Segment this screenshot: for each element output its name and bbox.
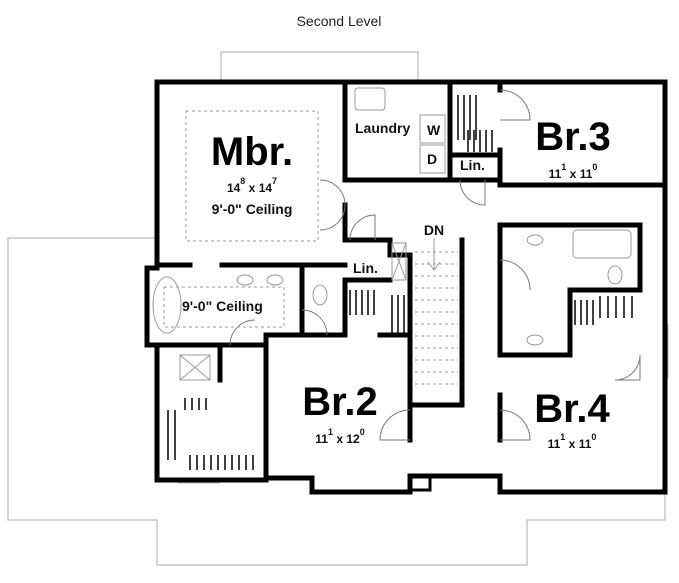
- bathtub-icon: [572, 229, 632, 259]
- sink-icon: [526, 234, 544, 246]
- stairs: [415, 238, 458, 385]
- linen-upper-label: Lin.: [460, 157, 485, 173]
- washer-label: W: [427, 122, 441, 138]
- plan-title: Second Level: [297, 13, 382, 29]
- sink-icon: [236, 274, 254, 286]
- chase-icon: [391, 242, 407, 281]
- room-name: Br.3: [535, 115, 611, 159]
- walls: [144, 79, 668, 495]
- bathtub-icon: [152, 276, 182, 334]
- room-dimensions: 111 x 110: [549, 162, 598, 181]
- dryer-label: D: [427, 151, 437, 167]
- br4-label: Br.4 111 x 110: [534, 387, 610, 451]
- doors: [229, 89, 641, 441]
- ceiling-height: 9'-0" Ceiling: [212, 201, 293, 217]
- room-dimensions: 111 x 120: [315, 427, 364, 446]
- washer-icon: [419, 114, 446, 144]
- stairs-down-label: DN: [424, 222, 444, 238]
- room-dimensions: 111 x 110: [548, 432, 597, 451]
- toilet-icon: [607, 265, 623, 285]
- room-name: Br.2: [302, 380, 378, 424]
- mbr-label: Mbr. 148 x 147 9'-0" Ceiling: [211, 130, 293, 217]
- br2-label: Br.2 111 x 120: [302, 380, 378, 446]
- bath-ceiling-height: 9'-0" Ceiling: [182, 298, 263, 314]
- bath-ceiling-outline: [163, 286, 285, 328]
- sink-icon: [526, 334, 544, 346]
- room-name: Mbr.: [211, 130, 293, 174]
- br3-label: Br.3 111 x 110: [535, 115, 611, 181]
- shower-icon: [179, 354, 211, 381]
- laundry-label: Laundry: [355, 120, 410, 136]
- toilet-icon: [312, 284, 328, 306]
- laundry-sink-icon: [354, 87, 386, 111]
- fixtures: [152, 87, 632, 381]
- closet-hangers: [167, 95, 633, 470]
- dryer-icon: [419, 144, 446, 174]
- mbr-ceiling-outline: [185, 110, 319, 242]
- room-name: Br.4: [534, 387, 610, 431]
- room-dimensions: 148 x 147: [227, 176, 277, 195]
- sink-icon: [266, 274, 284, 286]
- linen-lower-label: Lin.: [353, 260, 378, 276]
